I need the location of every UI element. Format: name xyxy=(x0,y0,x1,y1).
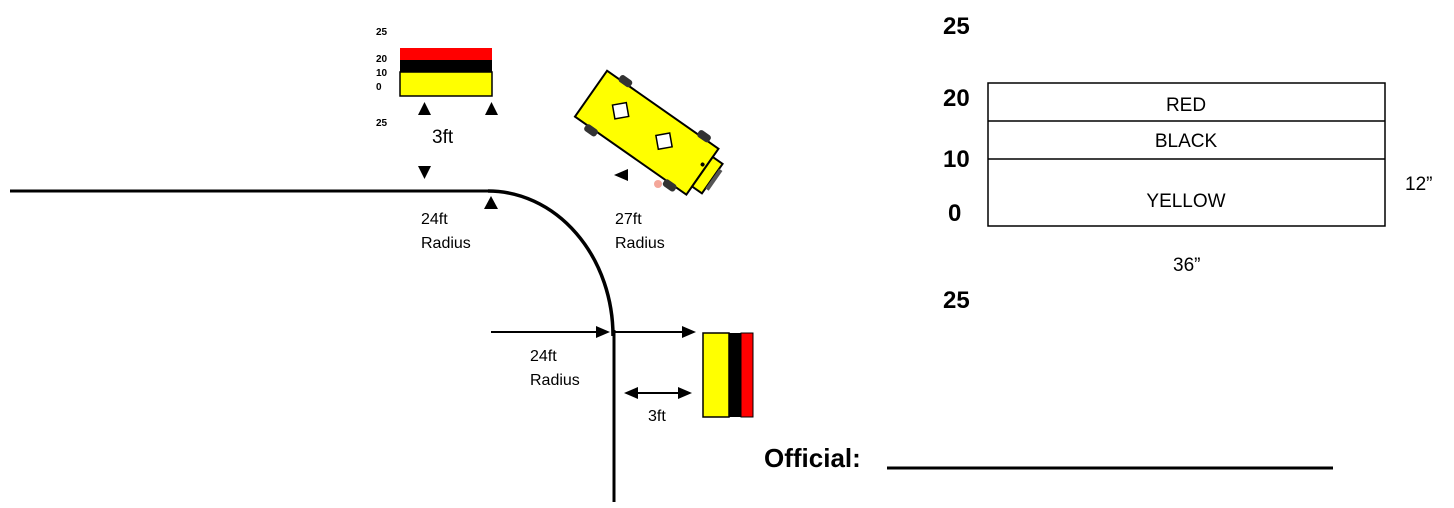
lower-radius-word: Radius xyxy=(530,372,580,389)
detail-band-yellow: YELLOW xyxy=(1146,191,1225,212)
lower-arrows xyxy=(491,326,696,399)
traffic-cone-marker xyxy=(654,180,662,188)
triangle-marker-icon xyxy=(484,196,498,209)
lower-target-black-band xyxy=(729,333,741,417)
top-scale-label-10: 10 xyxy=(376,68,388,79)
top-gap-label: 3ft xyxy=(432,127,454,148)
detail-target: 25 RED BLACK YELLOW 20 10 0 12” 36” 25 xyxy=(943,13,1432,314)
top-target-yellow-band xyxy=(399,71,493,97)
arrow-icon xyxy=(596,326,610,338)
top-scale-label-0: 0 xyxy=(376,82,382,93)
lower-gap-label-box xyxy=(640,401,678,427)
top-scale-label-25a: 25 xyxy=(376,27,388,38)
course-lines xyxy=(10,169,662,502)
lower-radius-length: 24ft xyxy=(530,348,557,365)
triangle-marker-icon xyxy=(485,102,498,115)
detail-height-label: 12” xyxy=(1405,174,1432,195)
detail-band-black: BLACK xyxy=(1155,131,1218,152)
lower-gap-label: 3ft xyxy=(648,408,666,425)
top-scale-label-25b: 25 xyxy=(376,118,388,129)
triangle-marker-icon xyxy=(614,169,628,181)
arrow-icon xyxy=(624,387,638,399)
lower-target-red-band xyxy=(740,332,754,418)
detail-width-label: 36” xyxy=(1173,255,1200,276)
arrow-icon xyxy=(678,387,692,399)
lower-target xyxy=(702,332,754,418)
triangle-marker-icon xyxy=(418,102,431,115)
top-scale-label-20: 20 xyxy=(376,54,388,65)
left-radius-length: 24ft xyxy=(421,211,448,228)
left-radius-word: Radius xyxy=(421,235,471,252)
curve-line xyxy=(487,189,615,337)
top-target: 25 20 10 0 25 3ft xyxy=(376,27,498,179)
lower-target-yellow-band xyxy=(702,332,730,418)
official-label: Official: xyxy=(764,443,861,473)
school-bus-icon xyxy=(573,69,724,197)
triangle-marker-icon xyxy=(418,166,431,179)
detail-score-0: 0 xyxy=(948,200,961,227)
top-target-red-band xyxy=(400,48,492,60)
detail-target-outline xyxy=(987,82,1386,227)
right-radius-word: Radius xyxy=(615,235,665,252)
top-target-black-band xyxy=(400,60,492,72)
detail-top-score: 25 xyxy=(943,13,970,40)
right-radius-length: 27ft xyxy=(615,211,642,228)
detail-band-red: RED xyxy=(1166,95,1206,116)
arrow-icon xyxy=(682,326,696,338)
detail-score-20: 20 xyxy=(943,85,970,112)
detail-bottom-score: 25 xyxy=(943,287,970,314)
detail-score-10: 10 xyxy=(943,146,970,173)
